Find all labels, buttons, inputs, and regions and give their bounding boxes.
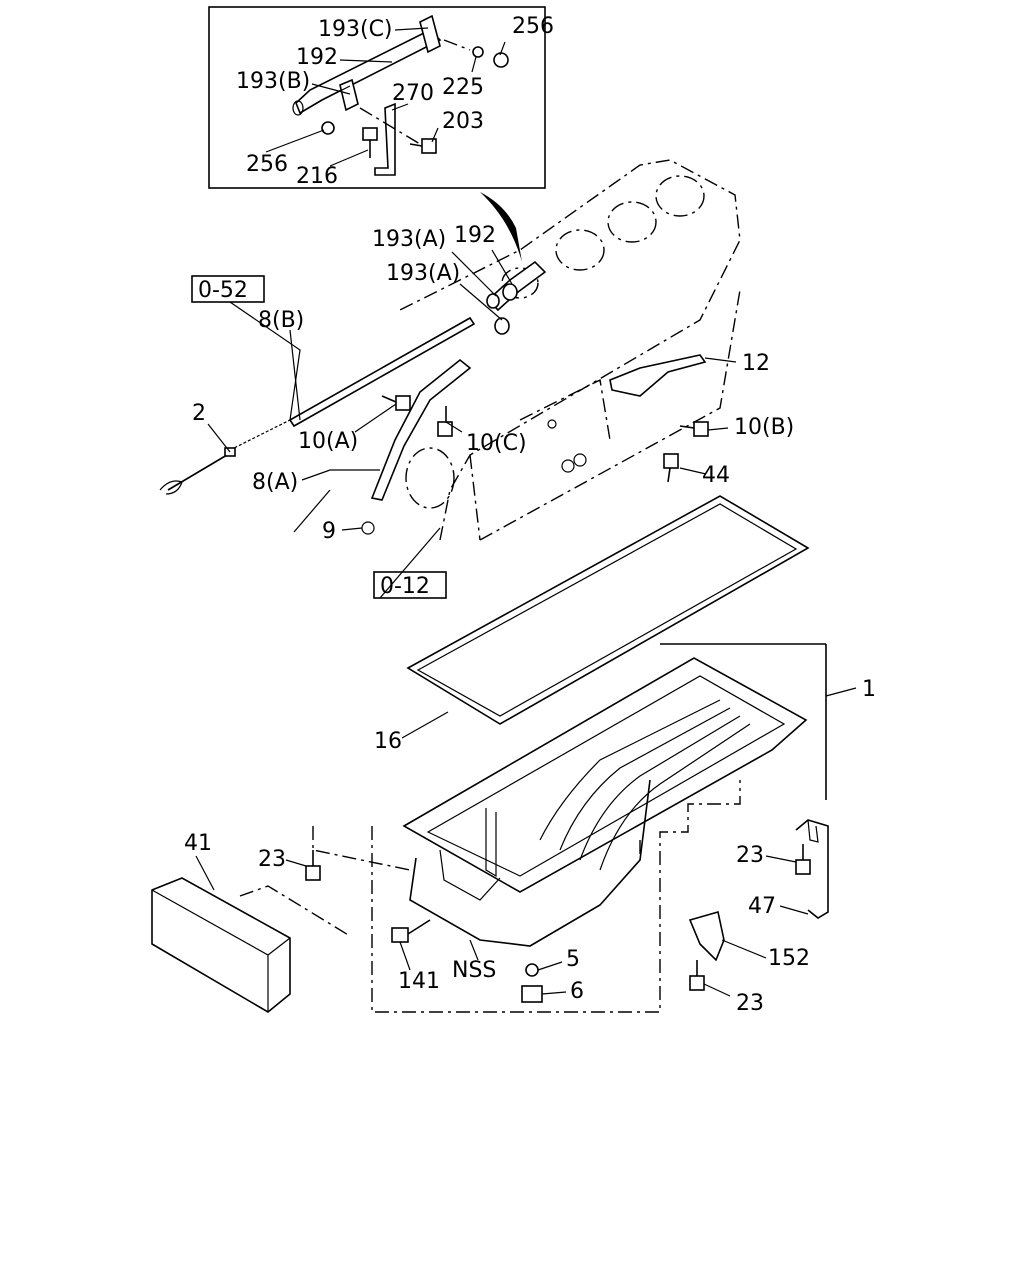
label-12: 12 [742,351,770,376]
label-2: 2 [192,401,206,426]
label-192-detail: 192 [296,45,338,70]
bracket-12 [609,354,707,397]
part-labels: 193(C) 192 193(B) 256 225 270 203 256 21… [184,14,876,1016]
bolt-44 [663,453,679,483]
detail-callout-pointer [480,192,522,262]
label-10b: 10(B) [734,415,794,440]
bolt-10a [381,395,411,411]
pipe-192-detail [292,14,442,116]
bolt-10c [437,406,453,437]
guide-tube-8a [361,358,472,535]
label-1: 1 [862,677,876,702]
label-270: 270 [392,81,434,106]
detail-inset-frame [208,6,546,189]
detail-inset [208,6,546,189]
o-ring-9 [361,521,375,535]
label-10a: 10(A) [298,429,358,454]
bolt-141 [391,919,431,943]
label-225: 225 [442,75,484,100]
reference-box-0-52 [191,275,265,303]
label-10c: 10(C) [466,431,527,456]
bolt-10b [679,421,709,437]
oil-pan-gasket-16 [406,495,810,725]
dipstick-2 [159,447,236,495]
label-192: 192 [454,223,496,248]
leader-lines [195,249,857,997]
engine-block-reference [399,159,741,541]
bolt-216 [362,127,378,158]
label-5: 5 [566,947,580,972]
oil-pan-1 [402,657,808,947]
label-256-upper: 256 [512,14,554,39]
pipe-47 [795,819,829,919]
label-193c: 193(C) [318,17,393,42]
bracket-270 [374,102,396,176]
label-23-right: 23 [736,843,764,868]
label-193b: 193(B) [236,69,310,94]
nut-256-lower [321,121,335,135]
oil-pipe-assembly [486,260,547,335]
bolt-23-right [795,844,811,875]
insulator-41 [151,877,291,1013]
label-8b: 8(B) [258,308,304,333]
label-152: 152 [768,946,810,971]
bolt-203 [409,138,437,154]
label-44: 44 [702,463,730,488]
label-193a-2: 193(A) [386,261,460,286]
nut-256-upper [493,52,509,68]
drain-plug-6 [521,985,543,1003]
label-6: 6 [570,979,584,1004]
bolt-23-bottom [689,960,705,991]
label-41: 41 [184,831,212,856]
dipstick-guide-tube-8b [229,316,476,451]
label-nss: NSS [452,958,496,983]
label-16: 16 [374,729,402,754]
label-256-lower: 256 [246,152,288,177]
label-8a: 8(A) [252,470,298,495]
bolt-23-left [305,850,321,881]
reference-0-52: 0-52 [198,278,248,303]
washer-225 [472,46,484,58]
label-47: 47 [748,894,776,919]
label-23-left: 23 [258,847,286,872]
label-203: 203 [442,109,484,134]
label-193a-1: 193(A) [372,227,446,252]
reference-0-12: 0-12 [380,574,430,599]
reference-box-0-12 [373,571,447,599]
label-9: 9 [322,519,336,544]
label-141: 141 [398,969,440,994]
washer-5 [525,963,539,977]
label-23-bottom: 23 [736,991,764,1016]
label-216: 216 [296,164,338,189]
bracket-152 [688,910,725,962]
